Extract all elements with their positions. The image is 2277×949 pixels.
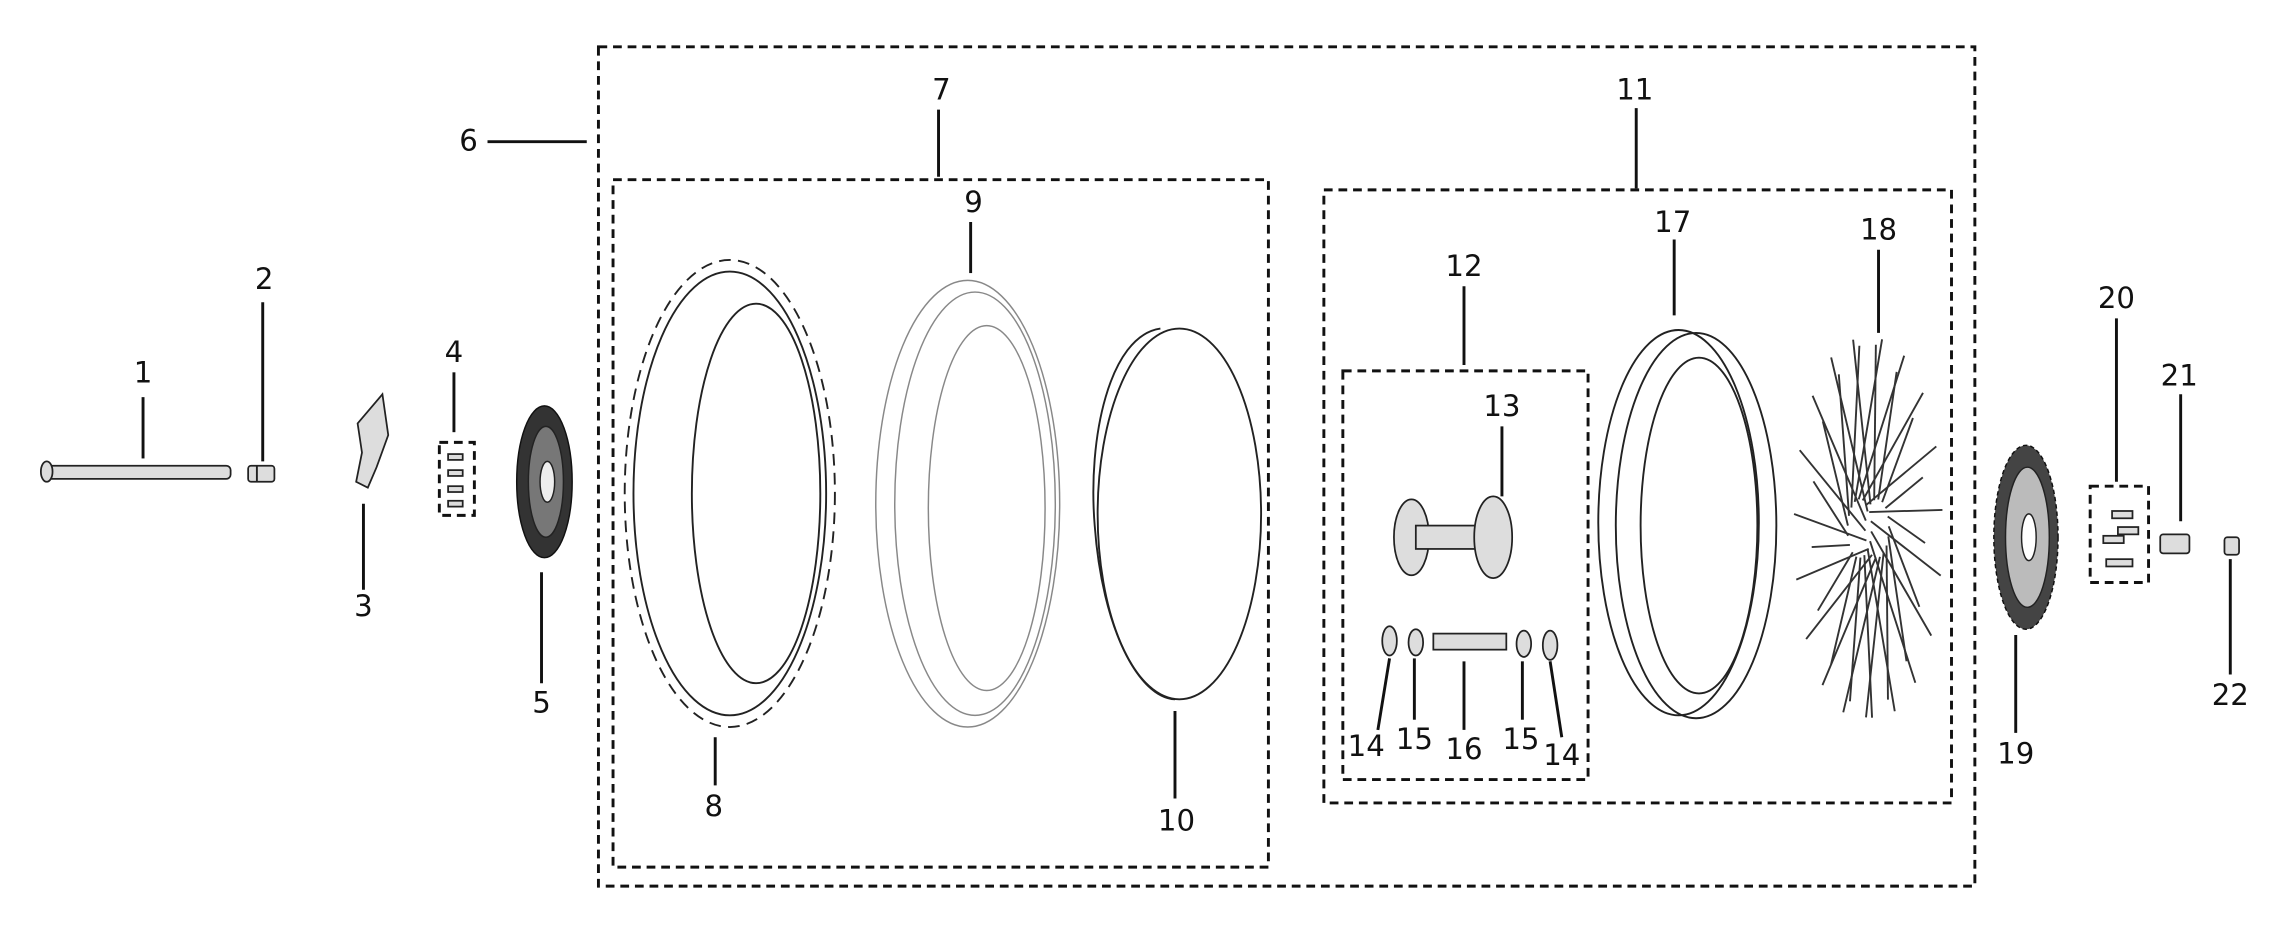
brake-disc-part	[515, 405, 573, 559]
axle-part	[39, 460, 232, 483]
group-box-4-bolts	[437, 440, 476, 517]
callout-3: 3	[354, 589, 373, 623]
hub-part	[1393, 495, 1514, 580]
spoke	[1817, 551, 1854, 612]
spoke	[1795, 548, 1870, 581]
callout-9: 9	[964, 185, 983, 219]
spoke	[1793, 513, 1867, 542]
spoke	[1869, 508, 1943, 514]
spoke	[1865, 552, 1885, 718]
spoke	[1870, 530, 1933, 637]
callout-2: 2	[255, 262, 274, 296]
spoke	[1884, 476, 1924, 509]
group-box-11-wheel	[1322, 188, 1953, 805]
spoke	[1887, 536, 1908, 662]
spoke	[1865, 445, 1937, 506]
callout-14-right: 14	[1543, 738, 1580, 772]
spoke	[1870, 520, 1942, 577]
spoke	[1873, 344, 1877, 501]
inner-tube-part	[875, 279, 1061, 728]
tire-part	[623, 258, 836, 728]
spoke	[1887, 515, 1926, 544]
spoke	[1849, 557, 1862, 702]
axle-nut-part	[2223, 536, 2240, 556]
sprocket-part	[1993, 444, 2059, 630]
spoke	[1811, 395, 1867, 521]
rim-part	[1597, 329, 1778, 720]
callout-11: 11	[1616, 72, 1653, 106]
callout-12: 12	[1445, 249, 1482, 283]
spacer-right-part	[2159, 533, 2191, 555]
group-box-20-bolts	[2088, 484, 2151, 584]
leader-lines	[141, 108, 2232, 799]
spoke	[1842, 556, 1881, 713]
spoke	[1877, 371, 1898, 500]
callout-22: 22	[2212, 678, 2249, 712]
spoke	[1821, 421, 1849, 526]
spoke	[1857, 355, 1906, 500]
callout-6: 6	[459, 123, 478, 157]
callout-18: 18	[1860, 213, 1897, 247]
bearing-parts	[1381, 625, 1559, 661]
spoke	[1812, 480, 1850, 537]
spacer-part	[247, 464, 276, 483]
spoke	[1830, 556, 1858, 665]
callout-20: 20	[2098, 281, 2135, 315]
callout-15-left: 15	[1396, 722, 1433, 756]
callout-17: 17	[1654, 205, 1691, 239]
callout-13: 13	[1483, 389, 1520, 423]
callout-1: 1	[134, 356, 153, 390]
spoke	[1861, 392, 1924, 501]
group-box-7-tire	[611, 178, 1270, 869]
spoke	[1798, 449, 1867, 532]
disc-bolts-part	[447, 453, 464, 508]
spoke	[1853, 339, 1884, 503]
callout-10: 10	[1158, 804, 1195, 838]
group-box-12-hub	[1341, 369, 1590, 782]
callout-5: 5	[532, 685, 551, 719]
spoke	[1866, 549, 1896, 712]
callout-4: 4	[445, 335, 464, 369]
spoke	[1850, 345, 1861, 508]
callout-19: 19	[1997, 737, 2034, 771]
spoke	[1805, 554, 1873, 640]
callout-15-right: 15	[1502, 722, 1539, 756]
spoke	[1887, 525, 1921, 608]
sprocket-bolts-part	[2102, 510, 2140, 568]
spoke	[1811, 543, 1850, 549]
callout-7: 7	[932, 72, 951, 106]
spoke	[1852, 339, 1872, 505]
spokes-part	[1793, 339, 1943, 718]
callout-21: 21	[2161, 358, 2198, 392]
callout-14-left: 14	[1348, 729, 1385, 763]
group-box-6	[596, 45, 1977, 888]
callout-16: 16	[1445, 732, 1482, 766]
spoke	[1830, 357, 1869, 512]
callout-8: 8	[704, 789, 723, 823]
spoke	[1885, 545, 1889, 700]
caliper-bracket-part	[355, 392, 390, 489]
rim-strip-part	[1092, 327, 1263, 701]
